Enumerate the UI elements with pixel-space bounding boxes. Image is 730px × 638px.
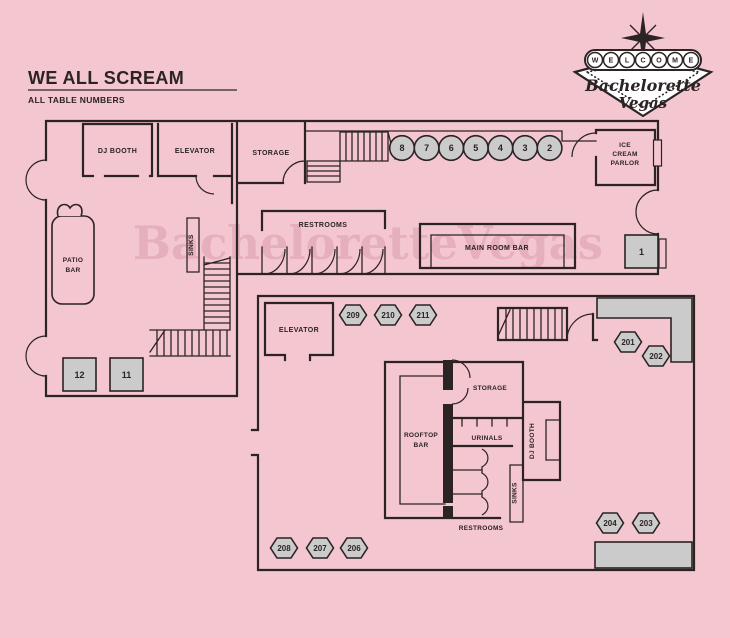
svg-text:210: 210 [381,311,395,320]
room-label-restrooms-2: RESTROOMS [459,525,504,532]
room-label-dj-booth-2: DJ BOOTH [529,423,536,459]
patio-bar-counter: PATIO BAR [51,203,95,305]
table-marker-211[interactable]: 211 [408,304,438,326]
svg-text:203: 203 [639,519,653,528]
table-marker-7[interactable]: 7 [413,134,440,162]
table-marker-2[interactable]: 2 [536,134,563,162]
starburst-rays [629,24,657,52]
table-marker-203[interactable]: 203 [631,512,661,534]
thick-wall-segment [443,404,453,503]
table-marker-3[interactable]: 3 [511,134,539,162]
svg-text:8: 8 [399,143,404,153]
sign-script-line2: Vegas [619,94,668,112]
room-label-elevator-2: ELEVATOR [279,327,319,334]
table-marker-4[interactable]: 4 [487,134,514,162]
welcome-letters: W E L C O M E [586,51,700,69]
svg-text:L: L [625,58,630,65]
svg-text:BAR: BAR [414,442,429,449]
floor2-door-arcs [451,313,594,516]
table-marker-201[interactable]: 201 [613,331,643,353]
table-marker-208[interactable]: 208 [269,537,299,559]
svg-text:207: 207 [313,544,327,553]
svg-text:BAR: BAR [66,267,81,274]
room-label-sinks: SINKS [188,234,195,256]
table-marker-8[interactable]: 8 [388,134,416,162]
svg-text:201: 201 [621,338,635,347]
header: WE ALL SCREAM ALL TABLE NUMBERS [28,68,237,105]
svg-text:202: 202 [649,352,663,361]
svg-text:7: 7 [424,143,429,153]
page-title: WE ALL SCREAM [28,68,184,88]
table-marker-207[interactable]: 207 [305,537,335,559]
svg-text:209: 209 [346,311,360,320]
room-label-urinals: URINALS [472,435,503,442]
table-marker-209[interactable]: 209 [338,304,368,326]
table-marker-11[interactable]: 11 [109,357,144,392]
room-label-storage: STORAGE [252,150,289,157]
patio-bar-label: PATIO [63,257,83,264]
square-tables: 1 12 11 [62,234,659,392]
table-marker-1[interactable]: 1 [624,234,659,269]
svg-text:12: 12 [74,370,84,380]
table-marker-204[interactable]: 204 [595,512,625,534]
room-label-sinks-2: SINKS [512,482,519,504]
door-leaf [652,139,663,167]
room-label-rooftop-bar: ROOFTOP [404,432,438,439]
svg-text:204: 204 [603,519,617,528]
svg-text:O: O [656,58,662,65]
room-label-dj-booth: DJ BOOTH [98,148,137,155]
svg-text:W: W [592,58,599,65]
floor1-detail-lines [149,130,597,357]
svg-text:206: 206 [347,544,361,553]
svg-text:CREAM: CREAM [612,151,637,158]
bachelorette-vegas-sign: W E L C O M E Bachelorette Vegas [572,12,714,118]
svg-text:211: 211 [417,311,430,320]
svg-text:C: C [640,58,645,65]
svg-text:2: 2 [547,143,552,153]
floor1-door-arcs [25,132,659,377]
table-marker-6[interactable]: 6 [438,134,465,162]
table-marker-202[interactable]: 202 [641,345,671,367]
svg-text:4: 4 [498,143,503,153]
rooftop-corner-counter [596,297,693,363]
svg-text:6: 6 [449,143,454,153]
rooftop-stage-block [594,541,693,569]
door-leaf [658,238,667,269]
svg-text:11: 11 [122,370,132,380]
svg-text:1: 1 [639,247,644,257]
table-marker-210[interactable]: 210 [373,304,403,326]
floor2-plan: ELEVATOR ROOFTOP BAR STORAGE URINALS DJ … [250,294,696,572]
table-marker-206[interactable]: 206 [339,537,369,559]
svg-text:208: 208 [277,544,291,553]
thick-wall-segment [443,506,453,518]
page-subtitle: ALL TABLE NUMBERS [28,95,125,105]
floor2-detail-lines [399,307,563,523]
room-label-elevator: ELEVATOR [175,148,215,155]
svg-text:M: M [672,58,678,65]
room-label-ice-cream-parlor: ICE [619,142,631,149]
table-marker-5[interactable]: 5 [462,134,489,162]
hex-tables: 209 210 211 201 202 204 203 208 207 206 [269,304,671,559]
svg-text:5: 5 [473,143,478,153]
floor1-plan: PATIO BAR DJ BOOTH ELEVATOR STORAGE SINK… [25,119,667,398]
svg-text:PARLOR: PARLOR [611,160,640,167]
table-marker-12[interactable]: 12 [62,357,97,392]
room-label-restrooms: RESTROOMS [299,222,348,229]
thick-wall-segment [443,360,453,390]
room-label-storage-2: STORAGE [473,385,507,392]
svg-text:E: E [609,58,614,65]
sign-script-line1: Bachelorette [584,76,701,95]
room-label-main-room-bar: MAIN ROOM BAR [465,245,529,252]
svg-text:E: E [689,58,694,65]
circle-tables: 8 7 6 5 4 3 2 [388,134,563,162]
svg-text:3: 3 [522,143,527,153]
